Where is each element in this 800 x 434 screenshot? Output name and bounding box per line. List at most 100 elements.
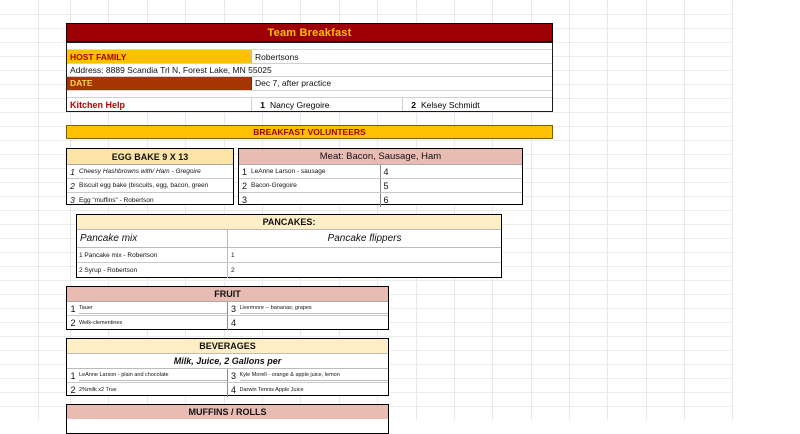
sheet-content: Team Breakfast HOST FAMILY Robertsons Ad…	[66, 23, 553, 434]
pancake-flipper-value-1[interactable]: 1	[231, 251, 235, 259]
table-row[interactable]: 3 Egg "muffins" - Robertson	[67, 193, 233, 207]
breakfast-volunteers-banner: BREAKFAST VOLUNTEERS	[66, 125, 553, 139]
beverages-num-1: 1	[70, 370, 76, 381]
fruit-table: FRUIT 1 Tauer 3 Livermore -- bananas; gr…	[66, 286, 389, 330]
host-family-row[interactable]: HOST FAMILY Robertsons	[67, 50, 552, 65]
info-spacer-row	[67, 43, 552, 51]
beverages-cell-3[interactable]: 3 Kyle Morell - orange & apple juice, le…	[228, 369, 388, 382]
page-title-text: Team Breakfast	[267, 26, 352, 39]
meat-text-2[interactable]: Bacon-Gregoire	[251, 182, 297, 189]
beverages-text-4[interactable]: Darwin Tennis Apple Juice	[239, 387, 304, 393]
pancake-flipper-value-2[interactable]: 2	[231, 267, 235, 274]
pancakes-table: PANCAKES: Pancake mix Pancake flippers 1…	[76, 214, 502, 278]
fruit-cell-1[interactable]: 1 Tauer	[67, 302, 228, 315]
table-row[interactable]: 1 Pancake mix - Robertson 1	[77, 248, 501, 263]
meat-num-6: 6	[383, 195, 389, 205]
table-row[interactable]: 2 Biscuit egg bake (biscuits, egg, bacon…	[67, 179, 233, 193]
fruit-cell-2[interactable]: 2 Welk-clementines	[67, 316, 228, 330]
pancakes-subheader-row: Pancake mix Pancake flippers	[77, 230, 501, 248]
host-family-value[interactable]: Robertsons	[255, 51, 299, 62]
beverages-cell-2[interactable]: 2 2%milk x2 True	[67, 383, 228, 397]
beverages-text-1[interactable]: LeAnne Larson - plain and chocolate	[79, 370, 227, 381]
fruit-cell-4[interactable]: 4	[228, 316, 389, 330]
beverages-num-3: 3	[230, 370, 236, 381]
kitchen-help-row[interactable]: Kitchen Help 1 Nancy Gregoire 2 Kelsey S…	[67, 98, 552, 111]
meat-cell-3[interactable]: 3	[239, 193, 381, 207]
fruit-text-3[interactable]: Livermore -- bananas; grapes	[239, 303, 388, 314]
egg-bake-text-2[interactable]: Biscuit egg bake (biscuits, egg, bacon, …	[79, 182, 209, 189]
pancake-flippers-label: Pancake flippers	[327, 233, 402, 244]
egg-bake-num-1: 1	[70, 166, 75, 177]
fruit-header: FRUIT	[67, 287, 388, 302]
info-gap-row	[67, 91, 552, 99]
fruit-num-2: 2	[70, 318, 76, 328]
grid-row-line	[0, 14, 732, 15]
fruit-cell-3[interactable]: 3 Livermore -- bananas; grapes	[228, 302, 388, 315]
table-row[interactable]: 2 Syrup - Robertson 2	[77, 263, 501, 278]
beverages-num-4: 4	[230, 385, 236, 395]
egg-bake-table: EGG BAKE 9 X 13 1 Cheesy Hashbrowns with…	[66, 148, 234, 205]
egg-bake-num-2: 2	[70, 180, 75, 191]
beverages-text-3[interactable]: Kyle Morell - orange & apple juice, lemo…	[239, 370, 388, 381]
muffins-rolls-table: MUFFINS / ROLLS	[66, 404, 389, 434]
table-row[interactable]: 1 Cheesy Hashbrowns with/ Ham - Gregoire	[67, 165, 233, 179]
host-info-block: HOST FAMILY Robertsons Address: 8889 Sca…	[66, 42, 553, 112]
kitchen-help-num-1: 1	[260, 99, 265, 110]
meat-text-1[interactable]: LeAnne Larson - sausage	[251, 168, 326, 175]
meat-cell-6[interactable]: 6	[381, 193, 523, 207]
pancake-mix-value-1[interactable]: 1 Pancake mix - Robertson	[77, 248, 228, 262]
kitchen-help-label: Kitchen Help	[67, 98, 252, 111]
beverages-text-2[interactable]: 2%milk x2 True	[79, 387, 117, 393]
beverages-header: BEVERAGES	[67, 339, 388, 354]
table-row[interactable]: 1 LeAnne Larson - plain and chocolate 3 …	[67, 369, 388, 383]
date-row[interactable]: DATE Dec 7, after practice	[67, 77, 552, 91]
grid-row-line	[0, 210, 732, 211]
beverages-table: BEVERAGES Milk, Juice, 2 Gallons per 1 L…	[66, 338, 389, 397]
fruit-text-2[interactable]: Welk-clementines	[79, 320, 123, 326]
muffins-rolls-header: MUFFINS / ROLLS	[67, 405, 388, 419]
meat-num-2: 2	[241, 180, 247, 191]
address-row[interactable]: Address: 8889 Scandia Trl N, Forest Lake…	[67, 64, 552, 78]
meat-num-1: 1	[241, 166, 247, 177]
meat-header: Meat: Bacon, Sausage, Ham	[239, 149, 522, 165]
kitchen-help-cell-1[interactable]: 1 Nancy Gregoire	[252, 98, 403, 111]
grid-row-line	[0, 336, 732, 337]
table-row[interactable]: 2 Welk-clementines 4	[67, 316, 388, 330]
kitchen-help-name-1[interactable]: Nancy Gregoire	[270, 99, 330, 110]
beverages-cell-4[interactable]: 4 Darwin Tennis Apple Juice	[228, 383, 389, 397]
table-row[interactable]: 2 2%milk x2 True 4 Darwin Tennis Apple J…	[67, 383, 388, 397]
kitchen-help-num-2: 2	[411, 99, 416, 110]
table-row[interactable]: 1 LeAnne Larson - sausage 4	[239, 165, 522, 179]
date-value[interactable]: Dec 7, after practice	[255, 78, 332, 89]
host-family-label: HOST FAMILY	[67, 50, 252, 64]
meat-cell-4[interactable]: 4	[381, 165, 523, 178]
meat-num-5: 5	[383, 180, 389, 191]
table-row[interactable]: 1 Tauer 3 Livermore -- bananas; grapes	[67, 302, 388, 316]
meat-cell-2[interactable]: 2 Bacon-Gregoire	[239, 179, 381, 192]
fruit-text-1[interactable]: Tauer	[79, 303, 227, 314]
egg-bake-header: EGG BAKE 9 X 13	[67, 149, 233, 165]
egg-bake-text-1[interactable]: Cheesy Hashbrowns with/ Ham - Gregoire	[79, 168, 201, 175]
meat-num-4: 4	[383, 166, 389, 177]
table-row[interactable]: 2 Bacon-Gregoire 5	[239, 179, 522, 193]
table-row[interactable]: 3 6	[239, 193, 522, 207]
egg-bake-text-3[interactable]: Egg "muffins" - Robertson	[79, 196, 154, 204]
kitchen-help-cell-2[interactable]: 2 Kelsey Schmidt	[403, 98, 552, 111]
date-label: DATE	[67, 77, 252, 90]
meat-cell-5[interactable]: 5	[381, 179, 523, 192]
page-title: Team Breakfast	[66, 23, 553, 42]
breakfast-volunteers-text: BREAKFAST VOLUNTEERS	[253, 127, 366, 137]
pancake-mix-label: Pancake mix	[77, 230, 228, 247]
grid-column-line	[732, 0, 733, 420]
beverages-subheader: Milk, Juice, 2 Gallons per	[67, 354, 388, 369]
beverages-cell-1[interactable]: 1 LeAnne Larson - plain and chocolate	[67, 369, 228, 382]
meat-cell-1[interactable]: 1 LeAnne Larson - sausage	[239, 165, 381, 178]
beverages-num-2: 2	[70, 385, 76, 395]
fruit-num-3: 3	[230, 303, 236, 314]
egg-bake-num-3: 3	[70, 195, 75, 205]
kitchen-help-name-2[interactable]: Kelsey Schmidt	[421, 99, 480, 110]
fruit-num-4: 4	[230, 318, 236, 328]
grid-row-line	[0, 112, 732, 113]
pancake-mix-value-2[interactable]: 2 Syrup - Robertson	[77, 263, 228, 278]
pancakes-header: PANCAKES:	[77, 215, 501, 230]
